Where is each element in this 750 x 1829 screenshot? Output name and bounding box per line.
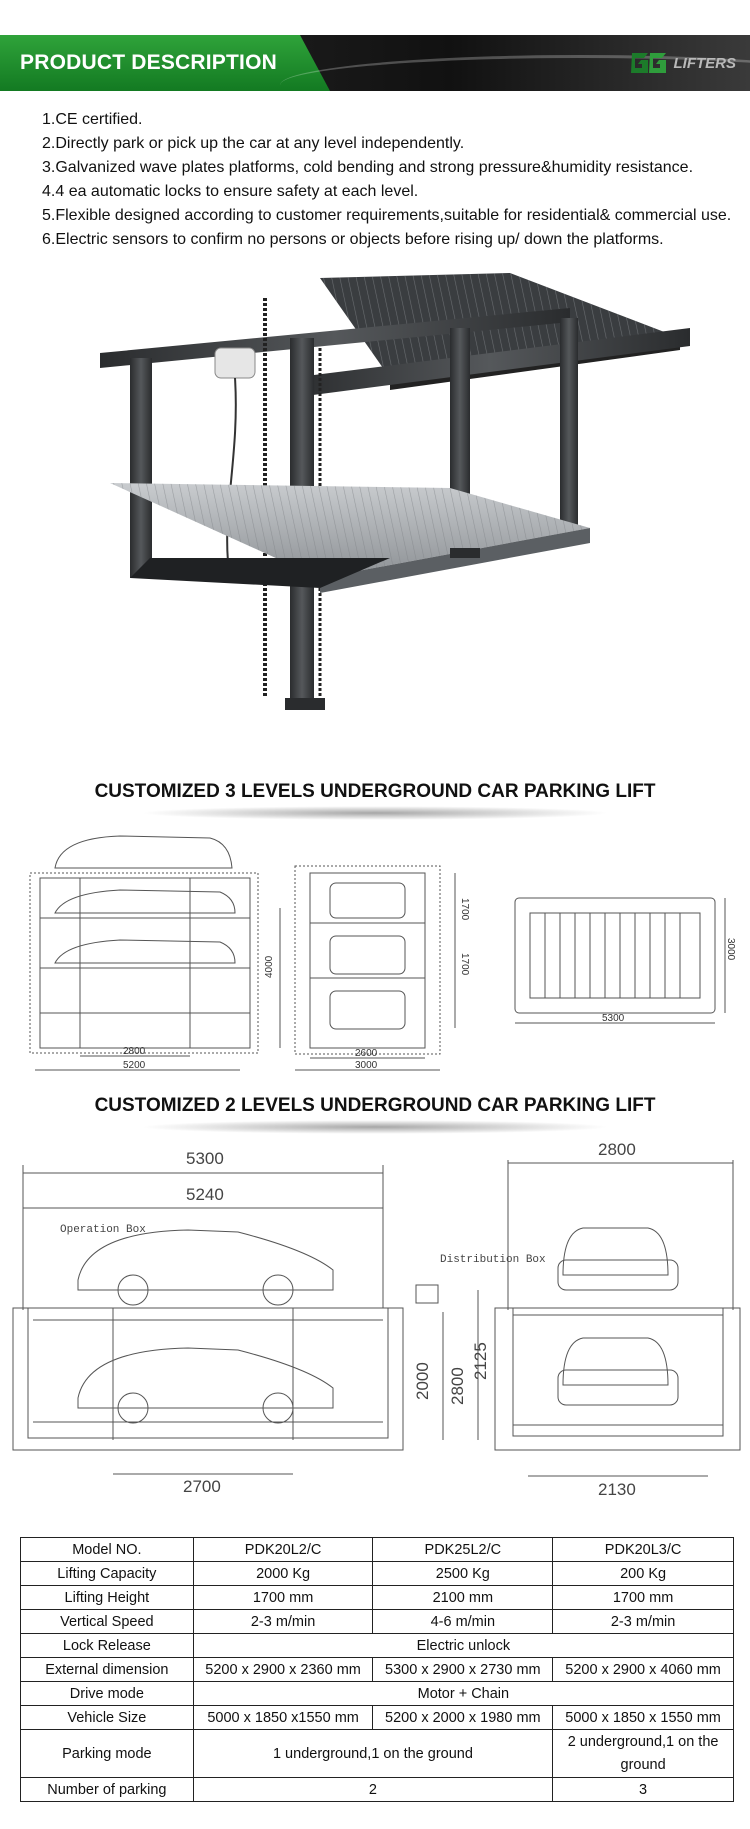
operation-box-label: Operation Box (60, 1224, 146, 1236)
dim-depth: 4000 (264, 955, 275, 978)
title-shadow (140, 806, 610, 820)
section-title-3-levels: CUSTOMIZED 3 LEVELS UNDERGROUND CAR PARK… (94, 781, 656, 802)
table-cell: 2-3 m/min (552, 1609, 734, 1634)
dim-level-height-1: 1700 (459, 898, 470, 921)
drawing-3-levels: 2800 5200 4000 1700 1700 2600 3000 5300 … (29, 835, 736, 1071)
product-description-banner: PRODUCT DESCRIPTION LIFTERS (0, 35, 750, 91)
table-cell: External dimension (20, 1657, 194, 1682)
table-cell: PDK20L2/C (192, 1537, 374, 1562)
table-cell: Lifting Capacity (20, 1561, 194, 1586)
table-cell: Lock Release (20, 1633, 194, 1658)
dim-pit-depth: 2000 (413, 1362, 432, 1400)
feature-item: 5.Flexible designed according to custome… (42, 207, 732, 224)
dim-level-height-2: 1700 (459, 953, 470, 976)
drawing-2-levels: 5300 5240 Operation Box Distribution Box… (12, 1140, 741, 1499)
parking-lift-photo (100, 273, 690, 710)
table-row: Number of parking 2 3 (20, 1777, 734, 1802)
table-cell: Electric unlock (192, 1633, 735, 1658)
table-cell: 2500 Kg (372, 1561, 554, 1586)
feature-item: 2.Directly park or pick up the car at an… (42, 135, 465, 152)
table-cell: 2 (192, 1777, 554, 1802)
table-cell: 1700 mm (552, 1585, 734, 1610)
dim-side-width-bottom: 2130 (598, 1480, 636, 1499)
dim-side-inner: 2600 (355, 1048, 378, 1059)
table-row: Model NO. PDK20L2/C PDK25L2/C PDK20L3/C (20, 1537, 734, 1562)
table-cell: 1700 mm (192, 1585, 374, 1610)
table-cell: 200 Kg (552, 1561, 734, 1586)
table-row: Lifting Height 1700 mm 2100 mm 1700 mm (20, 1585, 734, 1610)
dim-top-width: 3000 (725, 938, 736, 961)
distribution-box-label: Distribution Box (440, 1254, 546, 1266)
banner-title: PRODUCT DESCRIPTION (20, 51, 277, 74)
table-cell: 5200 x 2900 x 4060 mm (552, 1657, 734, 1682)
dim-side-width-top: 2800 (598, 1140, 636, 1159)
table-cell: 1 underground,1 on the ground (192, 1729, 554, 1778)
table-cell: 2000 Kg (192, 1561, 374, 1586)
brand-logo: LIFTERS (628, 47, 737, 79)
feature-list: 1.CE certified. 2.Directly park or pick … (42, 108, 731, 252)
dim-total-depth: 2800 (448, 1367, 467, 1405)
dim-inner-length: 5240 (186, 1185, 224, 1204)
table-cell: 5200 x 2900 x 2360 mm (192, 1657, 374, 1682)
dim-side-outer: 3000 (355, 1060, 378, 1071)
feature-item: 6.Electric sensors to confirm no persons… (42, 231, 664, 248)
banner-swoosh (280, 55, 750, 91)
dim-top-length: 5300 (602, 1013, 625, 1024)
feature-item: 3.Galvanized wave plates platforms, cold… (42, 159, 694, 176)
specification-table: Model NO. PDK20L2/C PDK25L2/C PDK20L3/C … (20, 1537, 735, 1802)
table-cell: 3 (552, 1777, 734, 1802)
table-row: Parking mode 1 underground,1 on the grou… (20, 1729, 734, 1778)
table-cell: Vertical Speed (20, 1609, 194, 1634)
dim-side-depth: 2125 (471, 1342, 490, 1380)
gg-logo-icon (630, 53, 666, 73)
table-cell: 5300 x 2900 x 2730 mm (372, 1657, 554, 1682)
table-cell: 4-6 m/min (372, 1609, 554, 1634)
table-row: External dimension 5200 x 2900 x 2360 mm… (20, 1657, 734, 1682)
table-cell: 5000 x 1850 x1550 mm (192, 1705, 374, 1730)
table-row: Vertical Speed 2-3 m/min 4-6 m/min 2-3 m… (20, 1609, 734, 1634)
dim-outer-length: 5300 (186, 1149, 224, 1168)
table-cell: PDK20L3/C (552, 1537, 734, 1562)
table-cell: 2100 mm (372, 1585, 554, 1610)
table-cell: Lifting Height (20, 1585, 194, 1610)
dim-pit-length: 2700 (183, 1477, 221, 1496)
table-cell: 2 underground,1 on the ground (552, 1729, 734, 1778)
title-shadow (140, 1120, 610, 1134)
table-row: Vehicle Size 5000 x 1850 x1550 mm 5200 x… (20, 1705, 734, 1730)
dim-outer-width: 5200 (123, 1060, 146, 1071)
table-cell: 5000 x 1850 x 1550 mm (552, 1705, 734, 1730)
banner-green-band (0, 35, 330, 91)
table-cell: PDK25L2/C (372, 1537, 554, 1562)
table-cell: Parking mode (20, 1729, 194, 1778)
table-cell: Drive mode (20, 1681, 194, 1706)
section-title-2-levels: CUSTOMIZED 2 LEVELS UNDERGROUND CAR PARK… (94, 1095, 656, 1116)
table-cell: Number of parking (20, 1777, 194, 1802)
feature-item: 1.CE certified. (42, 111, 143, 128)
table-row: Lock Release Electric unlock (20, 1633, 735, 1658)
table-row: Drive mode Motor + Chain (20, 1681, 735, 1706)
table-cell: Motor + Chain (192, 1681, 735, 1706)
table-cell: 2-3 m/min (192, 1609, 374, 1634)
table-row: Lifting Capacity 2000 Kg 2500 Kg 200 Kg (20, 1561, 734, 1586)
feature-item: 4.4 ea automatic locks to ensure safety … (42, 183, 419, 200)
table-cell: Vehicle Size (20, 1705, 194, 1730)
dim-inner-width: 2800 (123, 1046, 146, 1057)
brand-name: LIFTERS (673, 54, 737, 72)
table-cell: Model NO. (20, 1537, 194, 1562)
table-cell: 5200 x 2000 x 1980 mm (372, 1705, 554, 1730)
